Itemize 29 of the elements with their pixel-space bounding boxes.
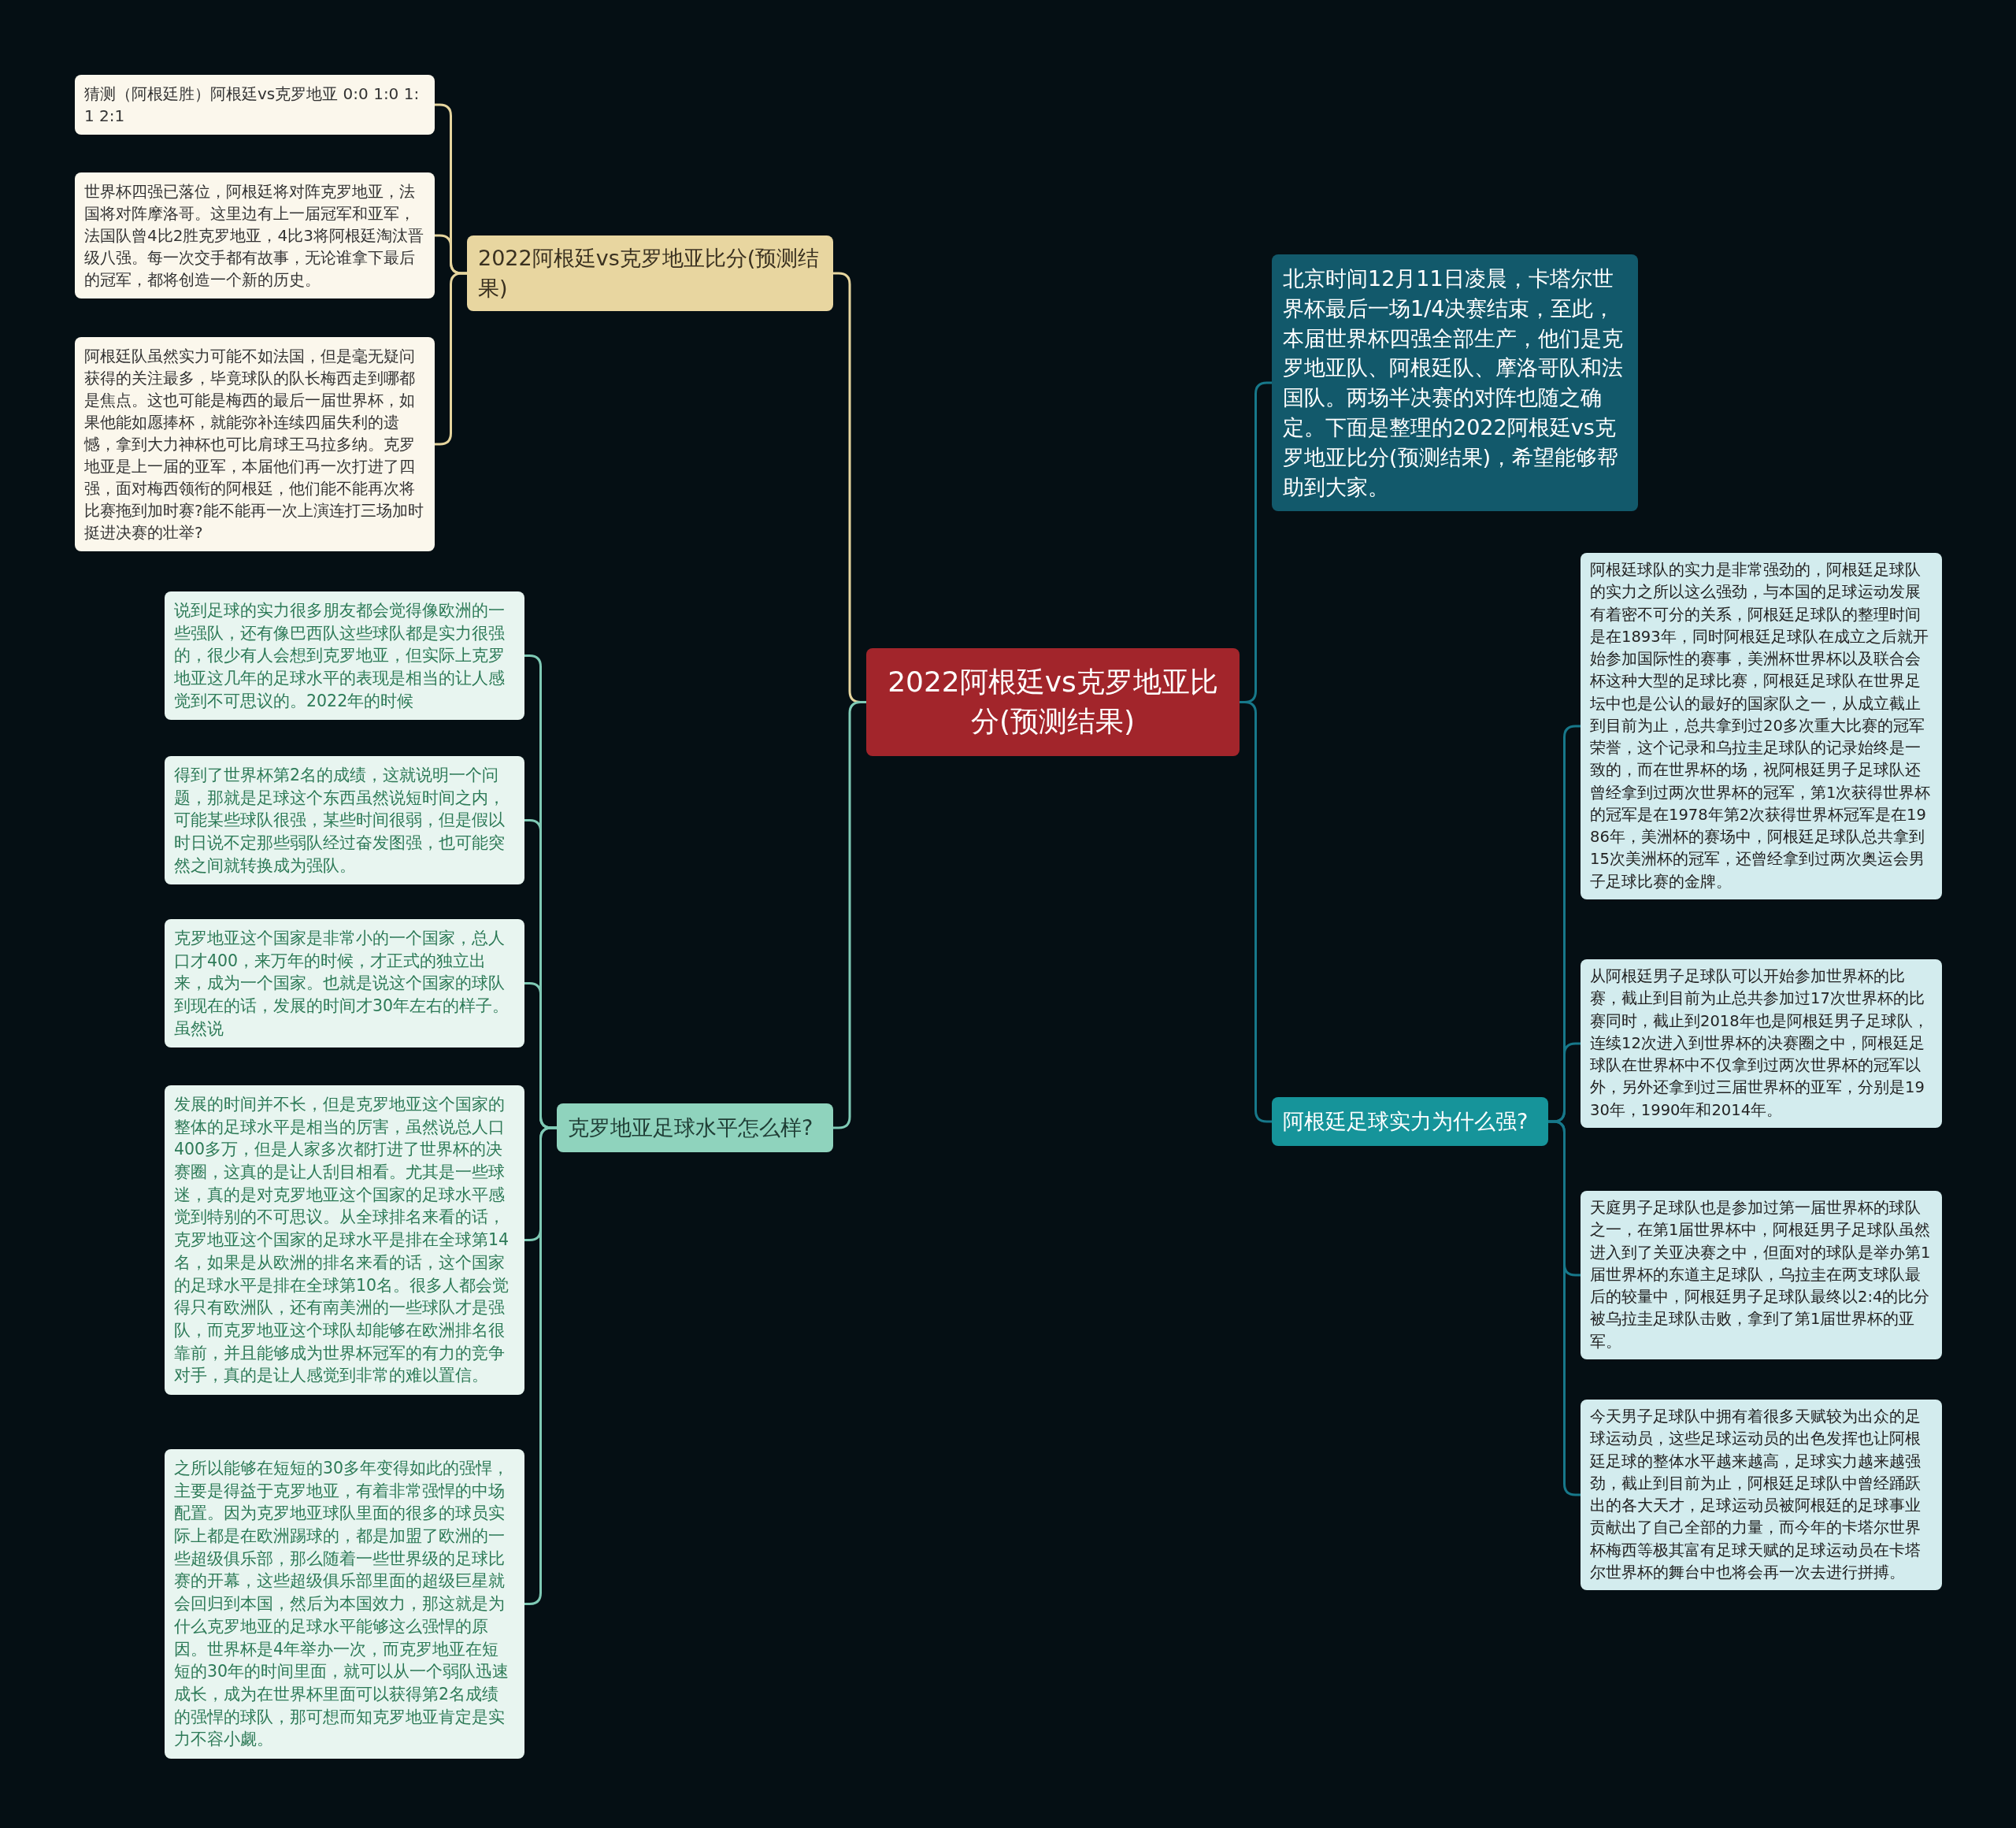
- note-card: [165, 591, 524, 721]
- branch-topic-box: [1272, 1097, 1548, 1146]
- topic-text: 克罗地亚足球水平怎么样?: [568, 1114, 814, 1141]
- note-card: [75, 172, 435, 298]
- branch-topic-box: [557, 1103, 833, 1152]
- connector-line: [1548, 1120, 1581, 1496]
- note-card: [75, 75, 435, 135]
- branch-topic-box: [467, 235, 833, 311]
- note-card: [1581, 1400, 1942, 1591]
- note-card: [165, 756, 524, 885]
- topic-text: 阿根廷球队的实力是非常强劲的，阿根廷足球队的实力之所以这么强劲，与本国的足球运动发展有着密不可分的关系，阿根廷足球队的整理时间是在1893年，同时阿根廷足球队在成立之后就开始参加国际性的赛事，美洲杯世界杯以及联合会杯这种大型的足球比赛，阿根廷足球队在世界足坛中也是公认的最好的国家队之一，从成立截止到目前为止，总共拿到过20多次重大比赛的冠军荣誉，这个记录和乌拉圭足球队的记录始终是一致的，而在世界杯的场，祝阿根廷男子足球队还曾经拿到过两次世界杯的冠军，第1次获得世界杯的冠军是在1978年第2次获得世界杯冠军是在1986年，美洲杯的赛场中，阿根廷足球队总共拿到15次美洲杯的冠军，还曾经拿到过两次奥运会男子足球比赛的金牌。: [1590, 560, 1932, 892]
- topic-text: 北京时间12月11日凌晨，卡塔尔世界杯最后一场1/4决赛结束，至此，本届世界杯四强全部生产，他们是克罗地亚队、阿根廷队、摩洛哥队和法国队。两场半决赛的对阵也随之确定。下面是整理的2022阿根廷vs克罗地亚比分(预测结果)，希望能够帮助到大家。: [1283, 265, 1624, 501]
- topic-text: 2022阿根廷vs克罗地亚比分(预测结果): [478, 245, 821, 302]
- topic-text: 克罗地亚这个国家是非常小的一个国家，总人口才400，来万年的时候，才正式的独立出来，成为一个国家。也就是说这个国家的球队到现在的话，发展的时间才30年左右的样子。虽然说: [174, 928, 510, 1040]
- topic-text: 天庭男子足球队也是参加过第一届世界杯的球队之一，在第1届世界杯中，阿根廷男子足球队虽然进入到了关亚决赛之中，但面对的球队是举办第1届世界杯的东道主足球队，乌拉圭在两支球队最后的较量中，阿根廷男子足球队最终以2:4的比分被乌拉圭足球队击败，拿到了第1届世界杯的亚军。: [1590, 1198, 1932, 1352]
- topic-text: 得到了世界杯第2名的成绩，这就说明一个问题，那就是足球这个东西虽然说短时间之内，可能某些球队很强，某些时间很弱，但是假以时日说不定那些弱队经过奋发图强，也可能突然之间就转换成为强队。: [174, 765, 506, 877]
- topic-text: 猜测（阿根廷胜）阿根廷vs克罗地亚 0:0 1:0 1:1 2:1: [84, 83, 421, 127]
- topic-text: 阿根廷队虽然实力可能不如法国，但是毫无疑问获得的关注最多，毕竟球队的队长梅西走到哪都是焦点。这也可能是梅西的最后一届世界杯，如果他能如愿捧杯，就能弥补连续四届失利的遗憾，拿到大力神杯也可比肩球王马拉多纳。克罗地亚是上一届的亚军，本届他们再一次打进了四强，面对梅西领衔的阿根廷，他们能不能再次将比赛拖到加时赛?能不能再一次上演连打三场加时挺进决赛的壮举?: [84, 346, 424, 543]
- topic-text: 说到足球的实力很多朋友都会觉得像欧洲的一些强队，还有像巴西队这些球队都是实力很强的，很少有人会想到克罗地亚，但实际上克罗地亚这几年的足球水平的表现是相当的让人感觉到不可思议的。2022年的时候: [174, 600, 506, 712]
- topic-text: 发展的时间并不长，但是克罗地亚这个国家的整体的足球水平是相当的厉害，虽然说总人口400多万，但是人家多次都打进了世界杯的决赛圈，这真的是让人刮目相看。尤其是一些球迷，真的是对克罗地亚这个国家的足球水平感觉到特别的不可思议。从全球排名来看的话，克罗地亚这个国家的足球水平是排在全球第14名，如果是从欧洲的排名来看的话，这个国家的足球水平是排在全球第10名。很多人都会觉得只有欧洲队，还有南美洲的一些球队才是强队，而克罗地亚这个球队却能够在欧洲排名很靠前，并且能够成为世界杯冠军的有力的竞争对手，真的是让人感觉到非常的难以置信。: [174, 1094, 510, 1387]
- topic-text: 今天男子足球队中拥有着很多天赋较为出众的足球运动员，这些足球运动员的出色发挥也让阿根廷足球的整体水平越来越高，足球实力越来越强劲，截止到目前为止，阿根廷足球队中曾经踊跃出的各大天才，足球运动员被阿根廷的足球事业贡献出了自己全部的力量，而今年的卡塔尔世界杯梅西等极其富有足球天赋的足球运动员在卡塔尔世界杯的舞台中也将会再一次去进行拼搏。: [1590, 1407, 1922, 1583]
- topic-text: 从阿根廷男子足球队可以开始参加世界杯的比赛，截止到目前为止总共参加过17次世界杯的比赛同时，截止到2018年也是阿根廷男子足球队，连续12次进入到世界杯的决赛圈之中，阿根廷足球队在世界杯中不仅拿到过两次世界杯的冠军以外，另外还拿到过三届世界杯的亚军，分别是1930年，1990年和2014年。: [1590, 966, 1929, 1121]
- central-topic-box: [866, 648, 1240, 756]
- topic-text: 2022阿根廷vs克罗地亚比分(预测结果): [887, 665, 1219, 740]
- note-card: [165, 919, 524, 1048]
- topic-text: 之所以能够在短短的30多年变得如此的强悍，主要是得益于克罗地亚，有着非常强悍的中场配置。因为克罗地亚球队里面的很多的球员实际上都是在欧洲踢球的，都是加盟了欧洲的一些超级俱乐部，那么随着一些世界级的足球比赛的开幕，这些超级俱乐部里面的超级巨星就会回归到本国，然后为本国效力，那这就是为什么克罗地亚的足球水平能够这么强悍的原因。世界杯是4年举办一次，而克罗地亚在短短的30年的时间里面，就可以从一个弱队迅速成长，成为在世界杯里面可以获得第2名成绩的强悍的球队，那可想而知克罗地亚肯定是实力不容小觑。: [174, 1458, 510, 1751]
- topic-text: 阿根廷足球实力为什么强?: [1283, 1108, 1529, 1135]
- topic-text: 世界杯四强已落位，阿根廷将对阵克罗地亚，法国将对阵摩洛哥。这里边有上一届冠军和亚军，法国队曾4比2胜克罗地亚，4比3将阿根廷淘汰晋级八强。每一次交手都有故事，无论谁拿下最后的冠军，都将创造一个新的历史。: [84, 181, 424, 291]
- connector-line: [435, 272, 467, 446]
